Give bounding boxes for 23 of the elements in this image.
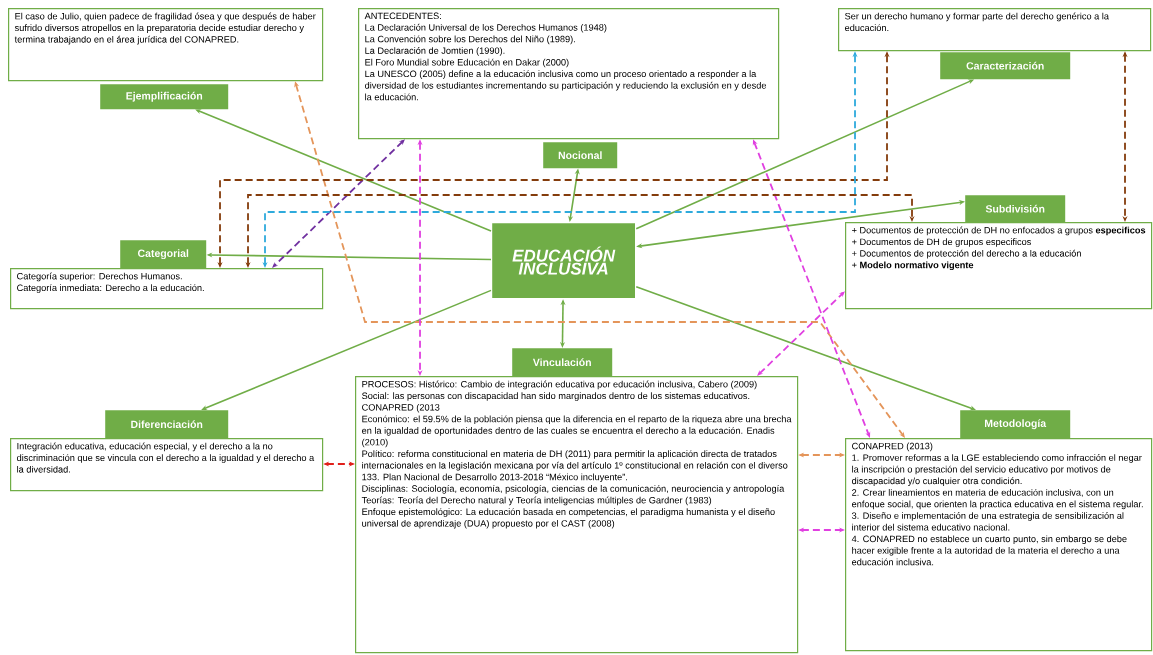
text-box: Ser un derecho humano y formar parte del derecho genérico a la educación.	[838, 8, 1152, 52]
text-box: Categoría superior: Derechos Humanos. Categoría inmediata: Derecho a la educación.	[10, 268, 324, 310]
arrow	[201, 289, 492, 411]
text-box: El caso de Julio, quien padece de fragilidad ósea y que después de haber sufrido diversos atropellos en la preparatoria decide estudiar derecho y termina trabajando en el área jurídica del CONAPRED.	[8, 8, 324, 82]
category-label: Ejemplificación	[100, 84, 229, 110]
text-box: ANTECEDENTES: La Declaración Universal de los Derechos Humanos (1948) La Convención sobre los Derechos del Niño (1989). La Declaración de Jomtien (1990). El Foro Mundial sobre Educación en Dakar (2000) La UNESCO (2005) define a la educación inclusiva como un proceso orientado a responder a la diversidad de los estudiantes incrementando su participación y reduciendo la exclusión en y desde la educación.	[358, 8, 780, 140]
dashed-arrow	[272, 139, 405, 268]
category-label: Caracterización	[940, 52, 1071, 80]
text-box: + Documentos de protección de DH no enfocados a grupos especificos + Documentos de DH de grupos especificos + Documentos de protección del derecho a la educación + Modelo normativo vigente	[845, 222, 1153, 310]
dashed-arrow	[752, 139, 871, 438]
text-box: Integración educativa, educación especial, y el derecho a la no discriminación que se vincula con el derecho a la igualdad y el derecho a la diversidad.	[10, 438, 324, 492]
category-label: Subdivisión	[965, 195, 1066, 223]
text-box: CONAPRED (2013) 1. Promover reformas a la LGE estableciendo como infracción el negar la inscripción o prestación del servicio educativo por motivos de discapacidad y/o cualquier otra condición. 2. Crear lineamientos en materia de educación inclusiva, con un enfoque social, que orienten la practica educativa en el sistema regular. 3. Diseño e implementación de una estrategia de sensibilización al interior del sistema educativo nacional. 4. CONAPRED no establece un cuarto punto, sin embargo se debe hacer exigible frente a la autoridad de la materia el derecho a una educación inclusiva.	[845, 438, 1153, 652]
dashed-arrow	[294, 81, 905, 438]
category-label: Vinculación	[512, 348, 613, 377]
category-label: Metodología	[960, 410, 1071, 439]
category-label: Nocional	[543, 142, 618, 169]
category-label: Categorial	[120, 240, 207, 269]
category-label: Diferenciación	[105, 410, 229, 439]
arrow	[195, 109, 492, 232]
dashed-arrow	[757, 291, 845, 376]
central-concept-box: EDUCACIÓN INCLUSIVA	[491, 222, 637, 300]
text-box: PROCESOS: Histórico: Cambio de integración educativa por educación inclusiva, Cabero (2009) Social: las personas con discapacidad han sido marginados dentro de los sistemas educativos. CONAPRED (2013 Económico: el 59.5% de la población piensa que la diferencia en el reparto de la riqueza abre una brecha en la igualdad de oportunidades dentro de las cuales se encuentra el derecho a la educación. Enadis (2010) Político: reforma constitucional en materia de DH (2011) para permitir la aplicación directa de tratados internacionales en la legislación mexicana por vía del artículo 1º constitucional en relación con el diverso 133. Plan Nacional de Desarrollo 2013-2018 “México incluyente”. Disciplinas: Sociología, economía, psicología, ciencias de la comunicación, neurociencia y antropología Teorías: Teoría del Derecho natural y Teoría inteligencias múltiples de Gardner (1983) Enfoque epistemológico: La educación basada en competencias, el paradigma humanista y el diseño universal de aprendizaje (DUA) propuesto por el CAST (2008)	[355, 376, 799, 654]
